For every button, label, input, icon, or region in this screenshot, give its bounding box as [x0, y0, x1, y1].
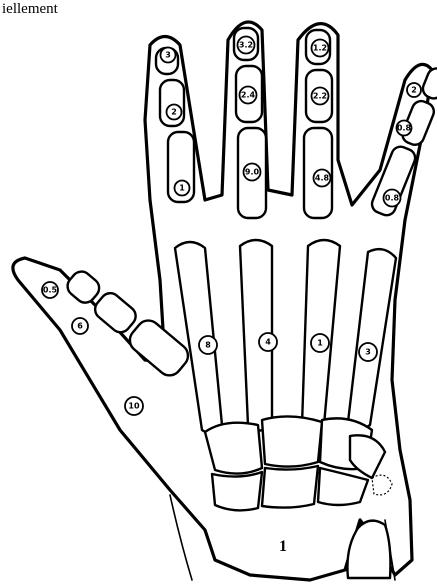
- svg-text:0.5: 0.5: [43, 286, 58, 295]
- thumb-distal-bone: [63, 268, 103, 307]
- label-thumb-distal: 0.5: [42, 282, 58, 298]
- svg-text:0.8: 0.8: [385, 194, 400, 203]
- label-f4-middle: 2.4: [240, 87, 257, 104]
- svg-text:4: 4: [265, 338, 271, 347]
- svg-text:10: 10: [128, 402, 140, 411]
- carpal-trapezium: [205, 423, 262, 474]
- svg-text:2: 2: [171, 108, 177, 117]
- label-f2-proximal: 0.8: [384, 190, 401, 207]
- label-f4-distal: 3.2: [238, 37, 255, 54]
- label-m5: 8: [199, 336, 217, 354]
- carpal-triquetrum: [318, 468, 368, 505]
- svg-text:1: 1: [317, 339, 323, 348]
- metacarpal-2: [348, 249, 396, 429]
- label-f3-middle: 2.2: [312, 88, 329, 105]
- svg-text:4.8: 4.8: [315, 174, 330, 183]
- label-f5-middle: 2: [167, 105, 182, 120]
- label-m2: 3: [359, 343, 377, 361]
- carpal-hamate: [350, 435, 385, 478]
- svg-text:2.2: 2.2: [313, 92, 327, 101]
- label-m4: 4: [259, 333, 277, 351]
- label-f5-distal: 3: [161, 48, 176, 63]
- svg-text:2.4: 2.4: [241, 91, 256, 100]
- label-f3-proximal: 4.8: [314, 170, 331, 187]
- label-thumb-proximal: 6: [72, 318, 88, 334]
- svg-text:1: 1: [179, 184, 185, 193]
- svg-text:8: 8: [205, 341, 211, 350]
- thumb-metacarpal-bone: [125, 316, 193, 381]
- label-f5-proximal: 1: [175, 181, 190, 196]
- carpal-lunate: [262, 466, 318, 508]
- carpal-pisiform: [372, 475, 392, 495]
- svg-text:2: 2: [411, 86, 417, 95]
- label-f2-distal: 2: [407, 83, 421, 97]
- f2-distal-bone: [420, 66, 437, 101]
- carpal-scaphoid: [212, 472, 262, 510]
- svg-text:0.8: 0.8: [397, 124, 412, 133]
- label-m3: 1: [311, 334, 329, 352]
- label-thumb-meta: 10: [125, 397, 143, 415]
- svg-text:3.2: 3.2: [239, 41, 253, 50]
- label-f3-distal: 1.2: [312, 40, 329, 57]
- thumb-proximal-bone: [91, 289, 140, 336]
- label-f2-middle: 0.8: [397, 121, 412, 136]
- bone-labels: 3 2 1 3.2 2.4 9.0 1.2 2.2 4.8 2 0.8 0.8 …: [42, 37, 421, 416]
- wrist-line-left: [170, 495, 192, 580]
- svg-text:6: 6: [77, 322, 83, 331]
- figure-number: 1: [279, 538, 287, 556]
- carpal-trapezoid: [262, 416, 322, 466]
- metacarpal-5: [175, 242, 222, 433]
- label-f4-proximal: 9.0: [244, 164, 261, 181]
- svg-text:3: 3: [365, 348, 371, 357]
- svg-text:3: 3: [165, 51, 171, 60]
- ulna-fragment: [347, 521, 390, 578]
- svg-text:1.2: 1.2: [313, 44, 327, 53]
- svg-text:9.0: 9.0: [245, 168, 260, 177]
